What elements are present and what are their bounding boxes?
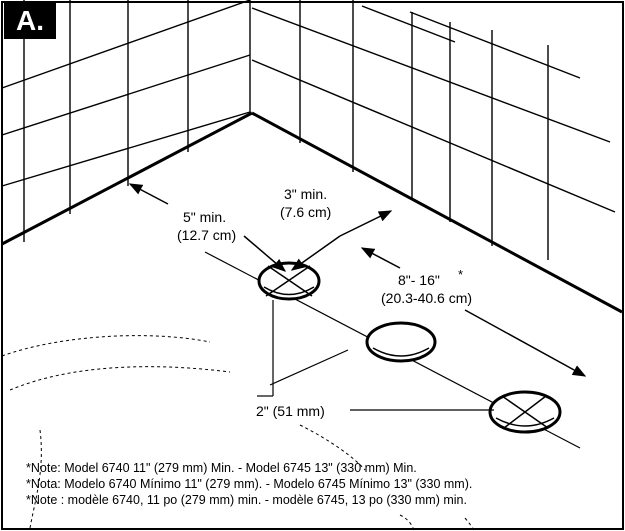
hole-3: [488, 390, 562, 434]
wall-clearance-metric: (12.7 cm): [177, 227, 236, 243]
wall-clearance-value: 5" min.: [183, 209, 226, 225]
left-wall-tiles: [1, 0, 251, 242]
hole-edge-clearance-value: 3" min.: [284, 186, 327, 202]
hole-edge-clearance-dimension: [290, 210, 393, 271]
panel-label: A.: [4, 3, 56, 39]
hole-2: [365, 321, 437, 363]
hole-spacing-dimension: [360, 247, 587, 377]
hole-spacing-metric: (20.3-40.6 cm): [381, 290, 472, 306]
note-french: *Note : modèle 6740, 11 po (279 mm) min.…: [26, 493, 467, 507]
model-notes: *Note: Model 6740 11" (279 mm) Min. - Mo…: [26, 460, 616, 508]
note-english: *Note: Model 6740 11" (279 mm) Min. - Mo…: [26, 461, 417, 475]
hole-1: [257, 261, 321, 301]
right-wall-tiles: [249, 0, 616, 260]
hole-edge-clearance-metric: (7.6 cm): [280, 204, 331, 220]
wall-clearance-dimension: [128, 183, 287, 272]
floor-edge-lines: [1, 111, 623, 314]
hole-diameter-value: 2" (51 mm): [256, 403, 325, 419]
hole-diameter-leaders: [257, 300, 494, 411]
hole-spacing-marker: *: [458, 267, 463, 282]
hole-spacing-value: 8"- 16": [398, 272, 440, 288]
dashed-contours: [1, 335, 475, 531]
note-spanish: *Nota: Modelo 6740 Mínimo 11" (279 mm). …: [26, 477, 473, 491]
